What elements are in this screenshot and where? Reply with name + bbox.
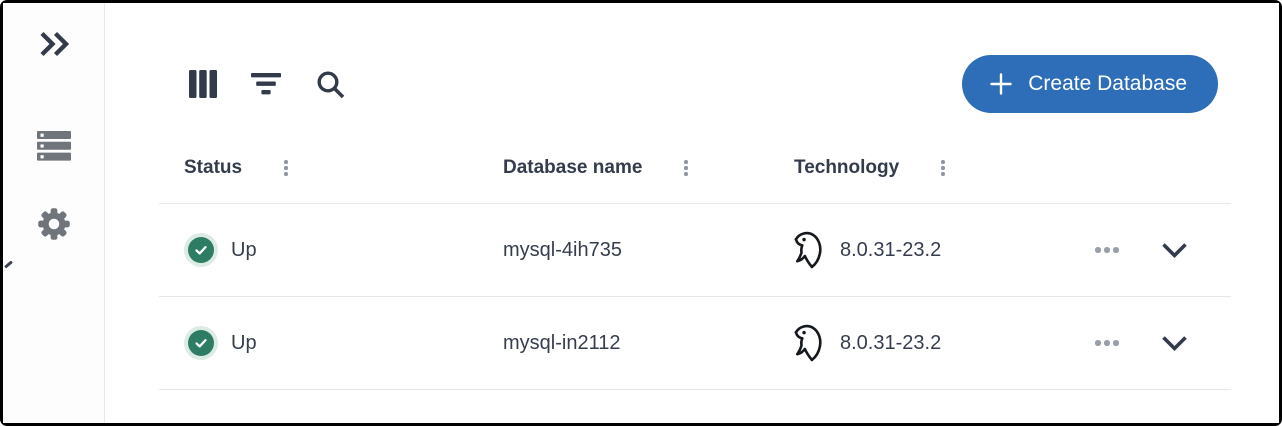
column-label: Status [184, 157, 243, 178]
sidebar [3, 3, 105, 423]
create-database-button[interactable]: Create Database [962, 55, 1218, 113]
search-button[interactable] [315, 69, 346, 100]
plus-icon [989, 72, 1013, 96]
filter-icon [251, 73, 281, 98]
column-menu-button[interactable] [680, 158, 692, 178]
gear-icon [36, 208, 72, 245]
sidebar-item-databases[interactable] [36, 131, 71, 164]
database-name: mysql-4ih735 [503, 238, 622, 261]
column-header-database-name: Database name [478, 157, 769, 203]
technology-cell: 8.0.31-23.2 [769, 320, 1059, 366]
column-menu-button[interactable] [937, 158, 949, 178]
sidebar-expand-button[interactable] [36, 29, 71, 59]
chevron-down-icon [1161, 242, 1188, 262]
filter-button[interactable] [251, 73, 281, 95]
table-row: Up mysql-4ih735 8.0.31-23.2 [159, 204, 1231, 297]
columns-icon [189, 70, 217, 101]
double-chevron-right-icon [36, 31, 71, 62]
table-row: Up mysql-in2112 8.0.31-23.2 [159, 297, 1231, 390]
status-text: Up [231, 331, 257, 354]
row-actions-button[interactable] [1089, 334, 1125, 352]
column-header-status: Status [159, 157, 478, 203]
chevron-down-icon [1161, 335, 1188, 355]
check-circle-icon [184, 233, 218, 267]
toolbar: Create Database [105, 55, 1279, 113]
status-cell: Up [159, 233, 478, 267]
mysql-dolphin-icon [794, 227, 823, 273]
database-name-cell: mysql-4ih735 [478, 239, 769, 262]
column-menu-button[interactable] [280, 158, 292, 178]
main-content: Create Database Status Database name Tec… [105, 3, 1279, 423]
status-text: Up [231, 238, 257, 261]
stray-mark [4, 260, 13, 269]
status-cell: Up [159, 326, 478, 360]
table-header: Status Database name Technology [159, 113, 1231, 204]
create-database-label: Create Database [1028, 72, 1187, 95]
columns-button[interactable] [189, 70, 217, 98]
check-circle-icon [184, 326, 218, 360]
search-icon [315, 70, 346, 103]
database-name: mysql-in2112 [503, 331, 621, 354]
technology-version: 8.0.31-23.2 [840, 238, 942, 261]
database-name-cell: mysql-in2112 [478, 332, 769, 355]
technology-version: 8.0.31-23.2 [840, 331, 942, 354]
row-expand-button[interactable] [1155, 236, 1194, 265]
databases-table: Status Database name Technology [159, 113, 1231, 390]
sidebar-item-settings[interactable] [36, 206, 72, 242]
technology-cell: 8.0.31-23.2 [769, 227, 1059, 273]
server-icon [36, 131, 71, 164]
row-expand-button[interactable] [1155, 329, 1194, 358]
column-label: Technology [794, 157, 900, 178]
column-header-technology: Technology [769, 157, 1059, 203]
mysql-dolphin-icon [794, 320, 823, 366]
column-label: Database name [503, 157, 643, 178]
row-actions-button[interactable] [1089, 241, 1125, 259]
